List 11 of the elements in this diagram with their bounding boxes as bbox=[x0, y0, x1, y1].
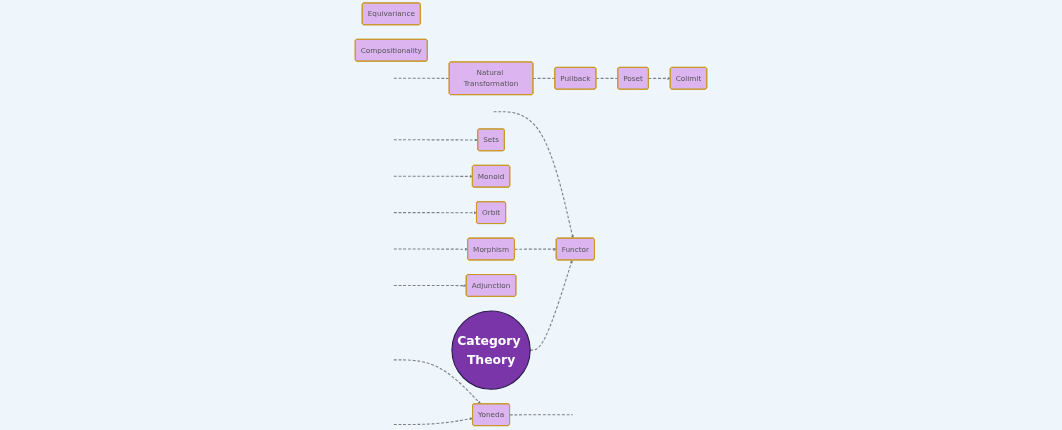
dashed-arrow bbox=[393, 247, 468, 251]
dashed-arrow bbox=[648, 76, 671, 80]
dashed-arrow bbox=[514, 247, 557, 251]
dashed-arrow bbox=[393, 359, 481, 405]
dashed-arrow bbox=[393, 284, 467, 288]
dashed-arrow bbox=[393, 138, 479, 142]
topic-circle: Category Theory bbox=[451, 310, 531, 390]
dashed-arrow bbox=[393, 174, 473, 178]
dashed-arrow bbox=[393, 417, 473, 426]
dashed-arrow bbox=[493, 111, 574, 239]
dashed-arrow bbox=[393, 211, 477, 215]
